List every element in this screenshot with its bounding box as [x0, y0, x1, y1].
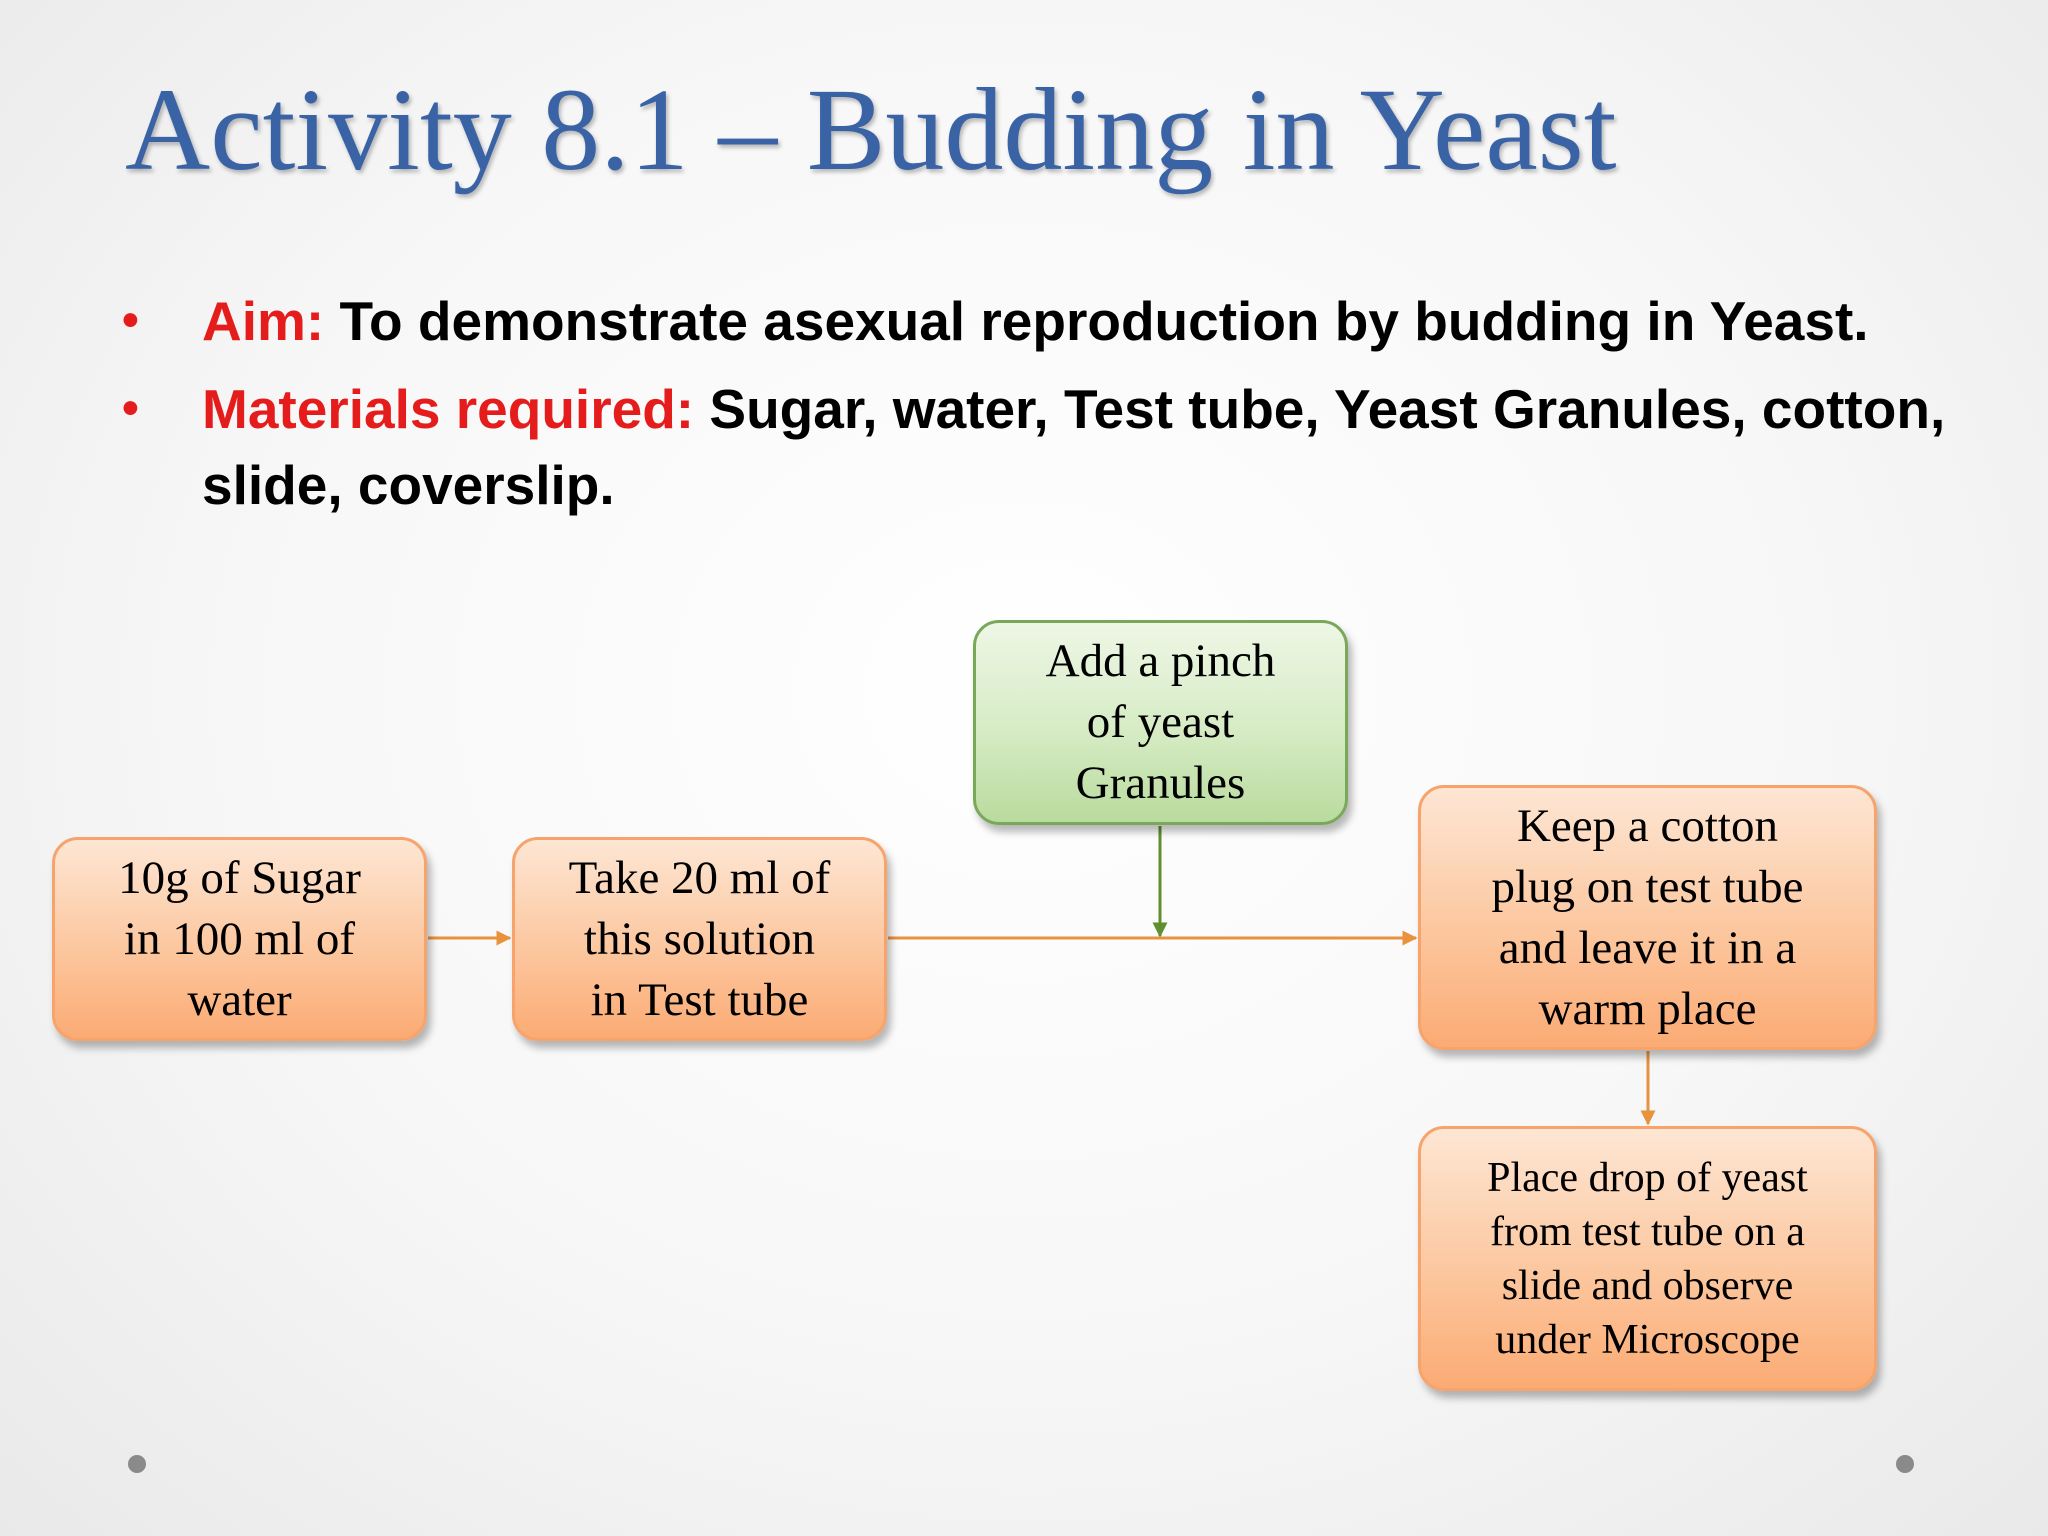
- bullet-aim-label: Aim:: [202, 290, 325, 352]
- bullet-aim: • Aim: To demonstrate asexual reproducti…: [120, 283, 1980, 359]
- flow-step-4-line: Keep a cotton: [1516, 799, 1778, 852]
- bullet-dot-icon: •: [122, 294, 139, 347]
- flow-step-1-line: 10g of Sugar: [118, 851, 361, 904]
- flow-step-2-line: this solution: [583, 912, 816, 965]
- flow-step-4: Keep a cotton plug on test tube and leav…: [1418, 785, 1877, 1050]
- flow-step-5-line: under Microscope: [1495, 1316, 1800, 1363]
- flow-step-5: Place drop of yeast from test tube on a …: [1418, 1126, 1877, 1391]
- flow-step-4-line: plug on test tube: [1491, 860, 1804, 913]
- bullet-list: • Aim: To demonstrate asexual reproducti…: [120, 283, 1980, 535]
- bullet-materials-text: Sugar, water, Test tube, Yeast Granules,…: [202, 378, 1946, 516]
- slide-title: Activity 8.1 – Budding in Yeast: [125, 64, 1617, 195]
- flow-step-4-line: warm place: [1538, 982, 1757, 1035]
- flow-step-2-line: in Test tube: [590, 973, 809, 1026]
- flow-step-3-line: Add a pinch: [1045, 635, 1276, 687]
- flow-step-5-line: from test tube on a: [1490, 1208, 1805, 1255]
- flow-step-1-line: water: [187, 973, 292, 1026]
- bullet-materials: • Materials required: Sugar, water, Test…: [120, 371, 1980, 523]
- bullet-aim-text: To demonstrate asexual reproduction by b…: [324, 290, 1869, 352]
- flow-step-5-line: Place drop of yeast: [1487, 1154, 1808, 1201]
- flow-step-1: 10g of Sugar in 100 ml of water: [52, 837, 427, 1041]
- flow-step-5-line: slide and observe: [1501, 1262, 1794, 1309]
- decorative-dot-icon: [1896, 1455, 1914, 1473]
- flow-step-1-line: in 100 ml of: [123, 912, 356, 965]
- bullet-dot-icon: •: [122, 382, 139, 435]
- flow-step-4-line: and leave it in a: [1498, 921, 1797, 974]
- flow-step-2: Take 20 ml of this solution in Test tube: [512, 837, 887, 1041]
- decorative-dot-icon: [128, 1455, 146, 1473]
- bullet-materials-label: Materials required:: [202, 378, 695, 440]
- flow-step-3: Add a pinch of yeast Granules: [973, 620, 1348, 825]
- flow-step-3-line: Granules: [1075, 757, 1246, 809]
- flow-step-2-line: Take 20 ml of: [568, 851, 831, 904]
- flow-step-3-line: of yeast: [1086, 696, 1235, 748]
